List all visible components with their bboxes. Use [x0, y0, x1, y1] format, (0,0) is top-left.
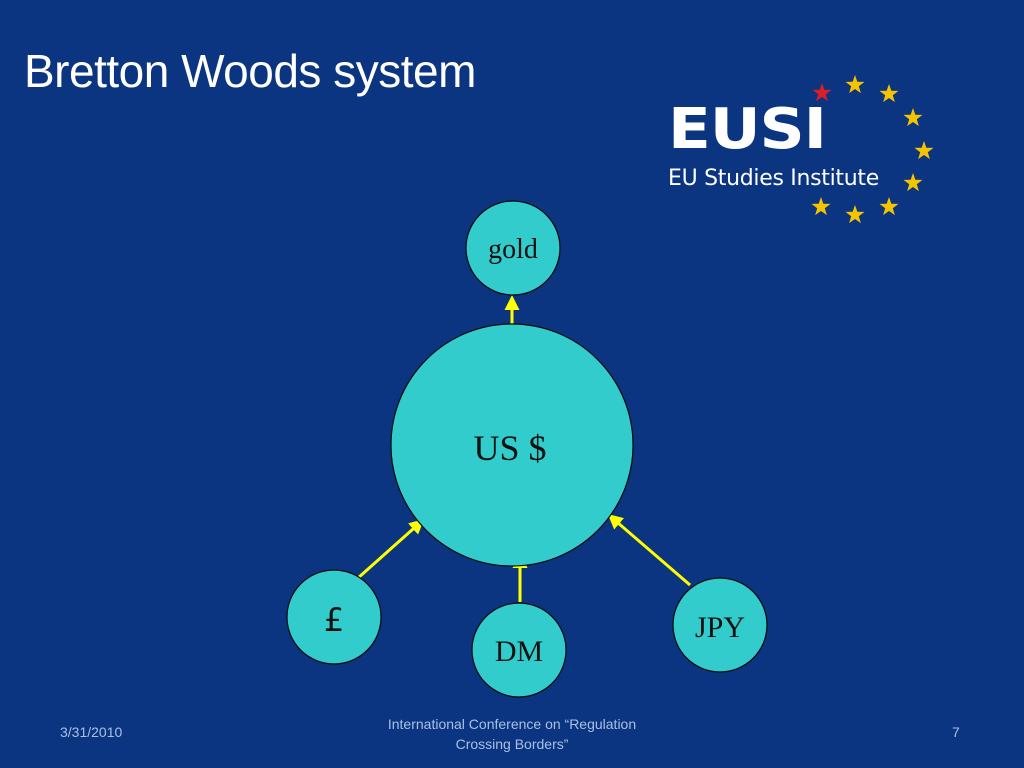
arrow-jpy-to-usd [607, 514, 691, 587]
usd-label: US $ [473, 428, 547, 468]
dm-node [471, 602, 567, 698]
jpy-label: JPY [694, 611, 746, 644]
arrow-gbp-to-usd [357, 519, 425, 580]
dm-label: DM [494, 635, 544, 668]
usd-node [390, 323, 634, 567]
footer-conference: International Conference on “Regulation … [362, 714, 662, 754]
jpy-node [672, 577, 768, 673]
gold-label: gold [488, 234, 538, 265]
page-number: 7 [952, 724, 960, 740]
footer-conference-line1: International Conference on “Regulation [387, 716, 637, 732]
slide-title: Bretton Woods system [24, 45, 476, 97]
eusi-logo: EUSI EU Studies Institute [662, 72, 952, 232]
gbp-label: £ [323, 601, 345, 639]
gbp-node [286, 569, 382, 665]
gold-node [465, 200, 561, 296]
logo-name: EU Studies Institute [668, 166, 879, 191]
footer-conference-line2: Crossing Borders” [455, 736, 569, 752]
logo-acronym: EUSI [668, 97, 827, 162]
footer-date: 3/31/2010 [60, 724, 123, 740]
